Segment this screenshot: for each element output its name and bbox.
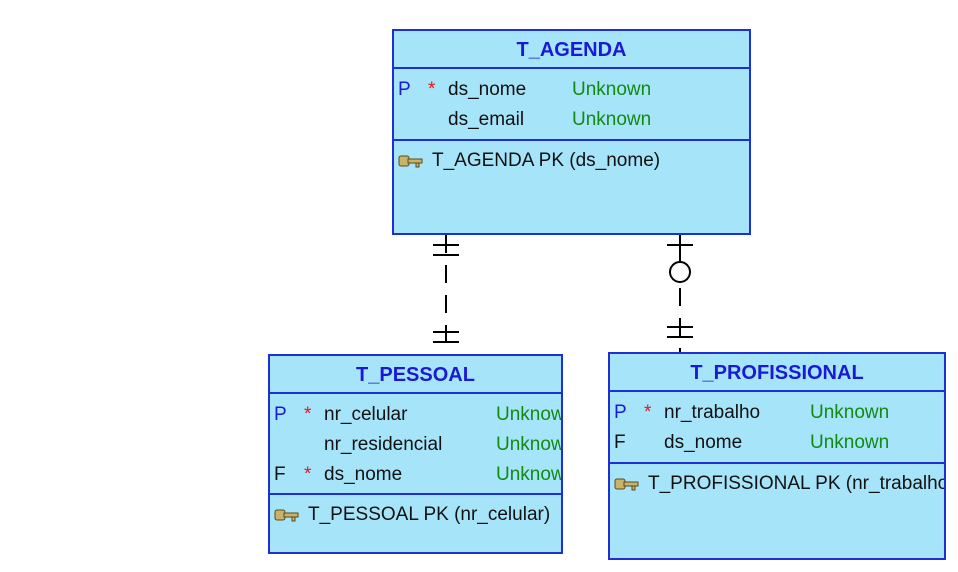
primary-key-label: T_PESSOAL PK (nr_celular) <box>308 504 551 525</box>
key-icon <box>614 478 639 491</box>
column-type: Unknown <box>810 432 890 453</box>
fk-flag: F <box>614 432 626 453</box>
key-icon <box>398 155 423 168</box>
entity-title: T_AGENDA <box>394 31 749 69</box>
column-type: Unknown <box>572 79 652 100</box>
mandatory-mark: * <box>304 464 312 485</box>
primary-key-label: T_PROFISSIONAL PK (nr_trabalho) <box>648 473 946 494</box>
column-type: Unknown <box>496 464 561 485</box>
column-name: ds_email <box>448 109 525 130</box>
entity-t-agenda[interactable]: T_AGENDA P * ds_nome Unknown ds_email Un… <box>392 29 751 235</box>
column-row[interactable]: nr_residencial Unknown <box>270 430 561 460</box>
column-name: nr_celular <box>324 404 408 425</box>
pk-flag: P <box>398 79 411 100</box>
entity-t-profissional[interactable]: T_PROFISSIONAL P * nr_trabalho Unknown F… <box>608 352 946 560</box>
columns-section: P * nr_celular Unknown nr_residencial Un… <box>270 394 561 495</box>
columns-section: P * ds_nome Unknown ds_email Unknown <box>394 69 749 141</box>
primary-key-row[interactable]: T_PROFISSIONAL PK (nr_trabalho) <box>610 464 944 504</box>
column-type: Unknown <box>496 434 561 455</box>
mandatory-mark: * <box>644 402 652 423</box>
column-name: nr_trabalho <box>664 402 761 423</box>
mandatory-mark: * <box>428 79 436 100</box>
primary-key-row[interactable]: T_PESSOAL PK (nr_celular) <box>270 495 561 535</box>
column-name: nr_residencial <box>324 434 443 455</box>
entity-title: T_PROFISSIONAL <box>610 354 944 392</box>
pk-flag: P <box>614 402 627 423</box>
column-row[interactable]: F ds_nome Unknown <box>610 428 944 458</box>
columns-section: P * nr_trabalho Unknown F ds_nome Unknow… <box>610 392 944 464</box>
column-name: ds_nome <box>664 432 743 453</box>
pk-flag: P <box>274 404 287 425</box>
column-row[interactable]: ds_email Unknown <box>394 105 749 135</box>
column-type: Unknown <box>496 404 561 425</box>
column-name: ds_nome <box>324 464 403 485</box>
column-name: ds_nome <box>448 79 527 100</box>
entity-title: T_PESSOAL <box>270 356 561 394</box>
column-type: Unknown <box>572 109 652 130</box>
column-row[interactable]: P * nr_trabalho Unknown <box>610 398 944 428</box>
column-row[interactable]: F * ds_nome Unknown <box>270 460 561 490</box>
relationship-agenda-profissional <box>667 235 693 352</box>
column-type: Unknown <box>810 402 890 423</box>
entity-t-pessoal[interactable]: T_PESSOAL P * nr_celular Unknown nr_resi… <box>268 354 563 554</box>
relationship-agenda-pessoal <box>433 235 459 354</box>
column-row[interactable]: P * nr_celular Unknown <box>270 400 561 430</box>
primary-key-label: T_AGENDA PK (ds_nome) <box>432 150 661 171</box>
column-row[interactable]: P * ds_nome Unknown <box>394 75 749 105</box>
mandatory-mark: * <box>304 404 312 425</box>
key-icon <box>274 509 299 522</box>
primary-key-row[interactable]: T_AGENDA PK (ds_nome) <box>394 141 749 181</box>
fk-flag: F <box>274 464 286 485</box>
